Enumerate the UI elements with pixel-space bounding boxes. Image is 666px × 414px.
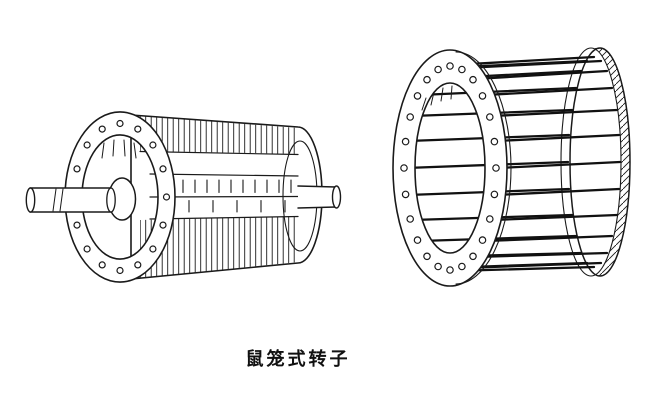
shaft-left — [25, 187, 116, 213]
rotor-core-body — [130, 114, 323, 280]
assembled-rotor-figure — [25, 111, 342, 283]
bolt-holes — [69, 119, 171, 275]
inner-edge-ticks — [421, 85, 453, 111]
front-end-ring — [64, 111, 176, 283]
shaft-right-stub — [297, 185, 342, 209]
caption: 鼠笼式转子 — [245, 349, 351, 370]
bar-end-holes — [400, 62, 500, 274]
core-face-ticks — [101, 139, 137, 159]
squirrel-cage-figure — [392, 47, 631, 287]
cage-front-end-ring — [392, 49, 512, 287]
slot-ticks — [182, 179, 292, 213]
